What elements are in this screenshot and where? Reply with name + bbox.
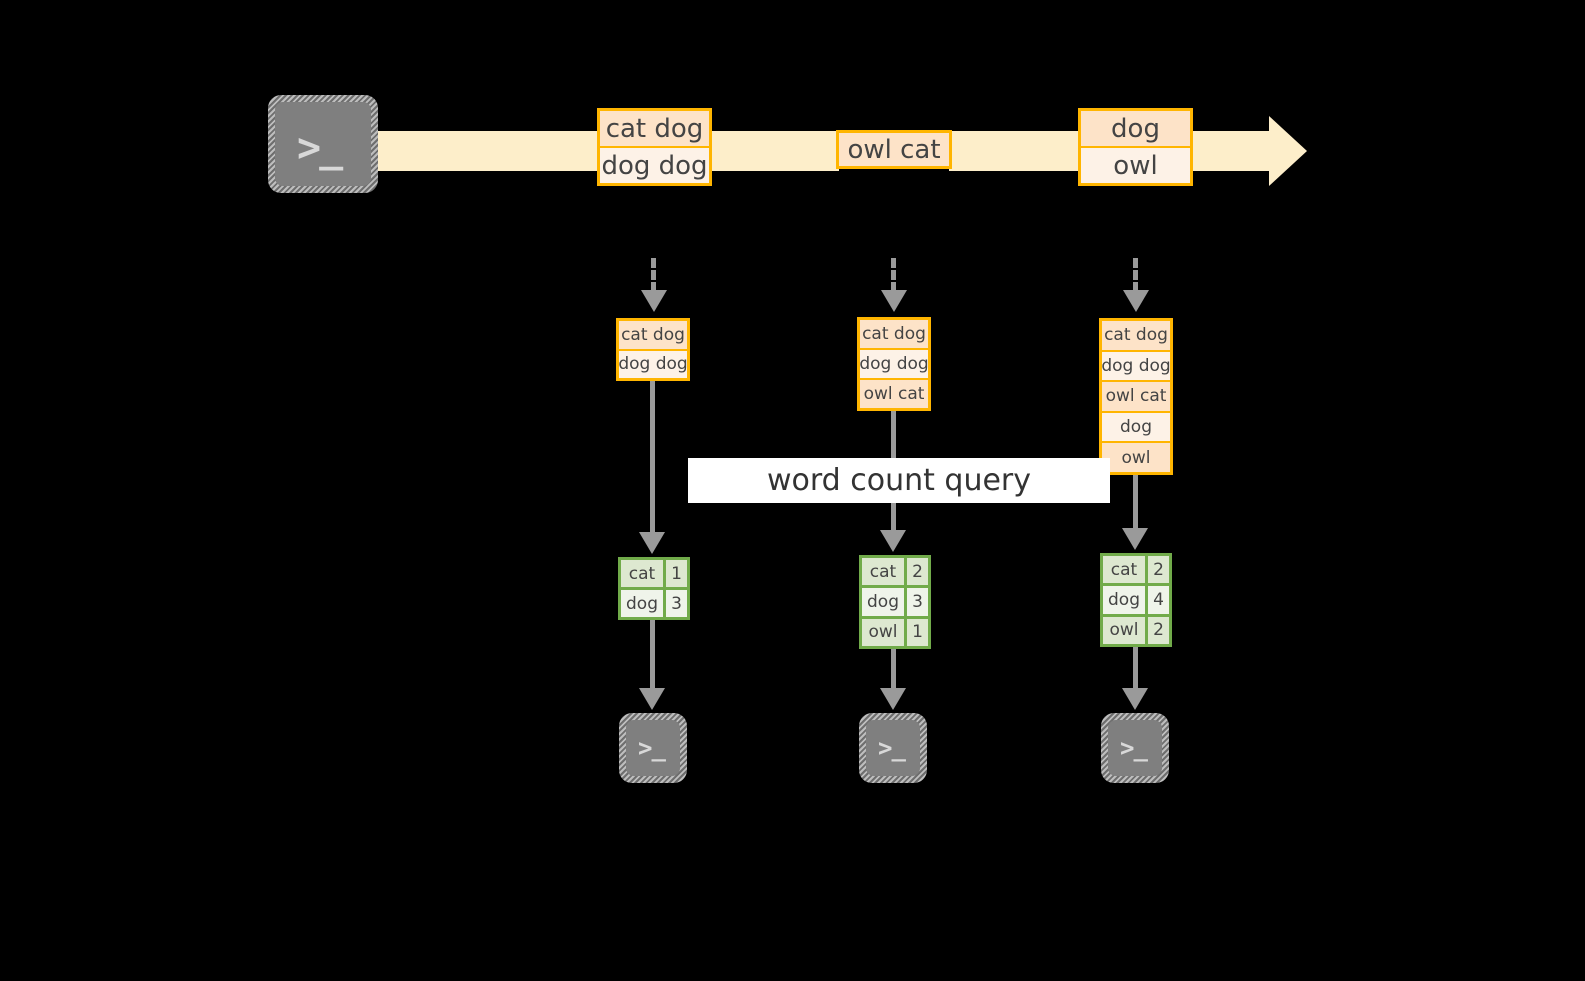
terminal-screen: [866, 720, 920, 776]
result-word: dog: [621, 590, 666, 617]
sink-arrowhead-2-icon: [880, 688, 906, 710]
ingest-arrowhead-3-icon: [1123, 290, 1149, 312]
snapshot-1-sink-terminal-icon[interactable]: >_: [619, 713, 687, 783]
stream-batch-1[interactable]: cat dog dog dog: [597, 108, 712, 186]
result-word: dog: [862, 588, 907, 616]
result-word: owl: [1103, 616, 1148, 644]
stream-band-segment-1: [368, 131, 600, 171]
result-word: cat: [862, 558, 907, 586]
state-row: owl cat: [1102, 380, 1170, 411]
result-row: cat 2: [862, 558, 928, 586]
snapshot-1-result-table[interactable]: cat 1 dog 3: [618, 557, 690, 620]
ingest-connector-2: [891, 258, 896, 292]
stream-band-segment-2: [709, 131, 839, 171]
state-row: dog: [1102, 410, 1170, 442]
result-count: 3: [666, 590, 687, 617]
snapshot-3-result-table[interactable]: cat 2 dog 4 owl 2: [1100, 553, 1172, 647]
terminal-prompt-glyph: >_: [297, 125, 343, 171]
stream-batch-3[interactable]: dog owl: [1078, 108, 1193, 186]
result-row: cat 2: [1103, 556, 1169, 584]
sink-connector-1: [650, 620, 655, 688]
state-row: owl: [1102, 441, 1170, 472]
query-label-text: word count query: [766, 463, 1032, 498]
batch-line: owl cat: [839, 133, 949, 166]
stream-band-segment-3: [949, 131, 1079, 171]
batch-line: dog: [1081, 111, 1190, 146]
query-connector-3: [1133, 475, 1138, 533]
snapshot-2-state-table[interactable]: cat dog dog dog owl cat: [857, 317, 931, 411]
stream-arrowhead-icon: [1269, 116, 1307, 186]
query-arrowhead-3-icon: [1122, 528, 1148, 550]
terminal-prompt-glyph: >_: [878, 734, 906, 762]
snapshot-2-sink-terminal-icon[interactable]: >_: [859, 713, 927, 783]
ingest-arrowhead-2-icon: [881, 290, 907, 312]
source-terminal-icon[interactable]: >_: [268, 95, 378, 193]
terminal-screen: [275, 102, 371, 186]
result-row: owl 1: [862, 615, 928, 646]
batch-line: cat dog: [600, 111, 709, 146]
ingest-arrowhead-1-icon: [641, 290, 667, 312]
result-word: dog: [1103, 586, 1148, 614]
result-word: cat: [1103, 556, 1148, 584]
result-count: 2: [907, 558, 928, 586]
result-row: owl 2: [1103, 613, 1169, 644]
sink-connector-2: [891, 649, 896, 688]
sink-arrowhead-3-icon: [1122, 688, 1148, 710]
ingest-connector-1: [651, 258, 656, 292]
sink-arrowhead-1-icon: [639, 688, 665, 710]
snapshot-3-sink-terminal-icon[interactable]: >_: [1101, 713, 1169, 783]
snapshot-2-result-table[interactable]: cat 2 dog 3 owl 1: [859, 555, 931, 649]
result-count: 1: [907, 618, 928, 646]
state-row: owl cat: [860, 378, 928, 408]
batch-line: owl: [1081, 146, 1190, 183]
sink-connector-3: [1133, 647, 1138, 688]
result-count: 4: [1148, 586, 1169, 614]
result-row: dog 3: [862, 585, 928, 616]
query-arrowhead-1-icon: [639, 532, 665, 554]
terminal-screen: [1108, 720, 1162, 776]
query-label: word count query: [688, 458, 1110, 503]
query-connector-1: [650, 381, 655, 537]
result-count: 3: [907, 588, 928, 616]
result-word: cat: [621, 560, 666, 587]
stream-batch-2[interactable]: owl cat: [836, 130, 952, 169]
state-row: dog dog: [618, 348, 688, 378]
ingest-connector-3: [1133, 258, 1138, 292]
result-row: cat 1: [621, 560, 687, 587]
state-row: cat dog: [619, 321, 687, 349]
result-count: 1: [666, 560, 687, 587]
state-row: cat dog: [1102, 321, 1170, 350]
result-word: owl: [862, 618, 907, 646]
snapshot-1-state-table[interactable]: cat dog dog dog: [616, 318, 690, 381]
terminal-prompt-glyph: >_: [638, 734, 666, 762]
state-row: dog dog: [1101, 349, 1171, 381]
state-row: dog dog: [859, 348, 929, 378]
terminal-prompt-glyph: >_: [1120, 734, 1148, 762]
result-count: 2: [1148, 616, 1169, 644]
result-count: 2: [1148, 556, 1169, 584]
batch-line: dog dog: [600, 146, 709, 183]
result-row: dog 3: [621, 587, 687, 617]
state-row: cat dog: [860, 320, 928, 348]
stream-band-segment-4: [1191, 131, 1269, 171]
terminal-screen: [626, 720, 680, 776]
query-arrowhead-2-icon: [880, 530, 906, 552]
snapshot-3-state-table[interactable]: cat dog dog dog owl cat dog owl: [1099, 318, 1173, 475]
result-row: dog 4: [1103, 583, 1169, 614]
